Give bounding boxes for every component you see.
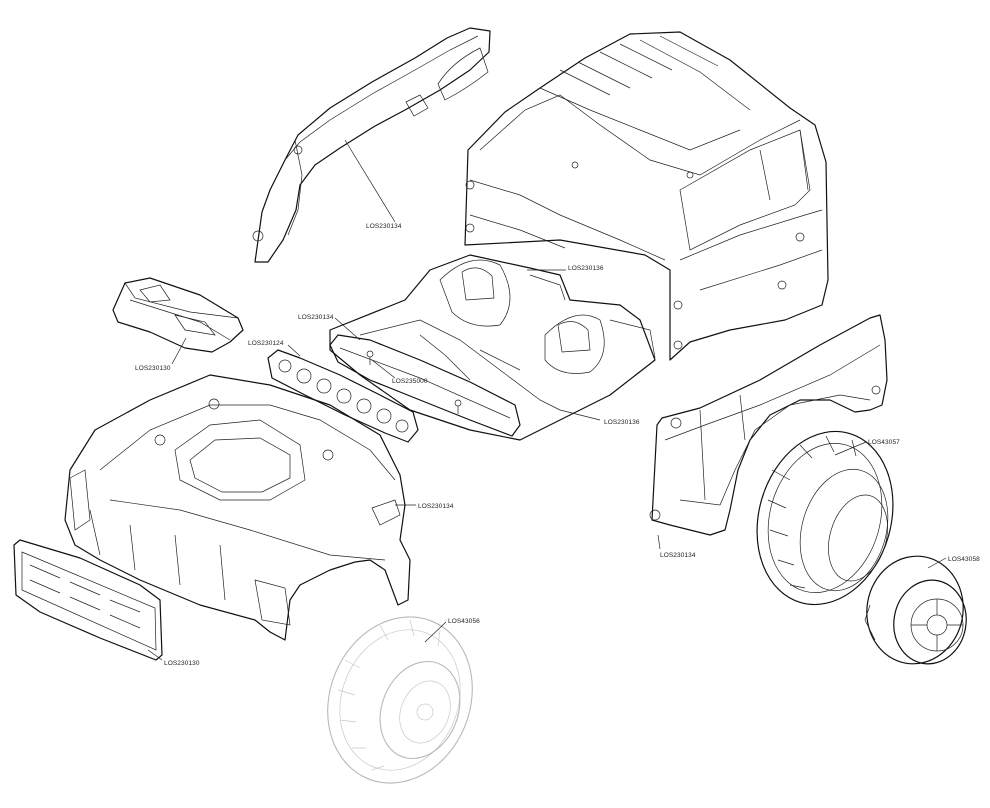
rear-fender-part — [649, 314, 888, 536]
part-labels: LOS230134 LOS230136 LOS230134 LOS230124 … — [135, 223, 980, 667]
label-front-tire: LOS43056 — [448, 618, 480, 625]
label-interior-bottom: LOS230136 — [604, 419, 640, 426]
label-screw: LOS235000 — [392, 378, 428, 385]
label-light-bar: LOS230124 — [248, 340, 284, 347]
bumper-bar-part — [329, 334, 521, 437]
label-interior-top: LOS230136 — [568, 265, 604, 272]
rear-tire-part — [756, 430, 894, 606]
wheel-part — [864, 555, 967, 665]
label-front-body: LOS230134 — [418, 503, 454, 510]
interior-tub-part — [329, 254, 656, 441]
label-rear-fender: LOS230134 — [660, 552, 696, 559]
front-tire-part — [327, 616, 473, 784]
label-wheel: LOS43058 — [948, 556, 980, 563]
cab-body-part — [464, 31, 829, 361]
label-rear-tire: LOS43057 — [868, 439, 900, 446]
front-body-part — [64, 374, 411, 641]
label-grille: LOS230130 — [164, 660, 200, 667]
light-bar-part — [267, 349, 419, 443]
label-bumper-bar: LOS230134 — [298, 314, 334, 321]
label-hood-scoop: LOS230130 — [135, 365, 171, 372]
roof-liner-part — [252, 27, 491, 263]
screw-part — [366, 350, 462, 414]
hood-scoop-part — [112, 277, 244, 353]
label-roof-liner: LOS230134 — [366, 223, 402, 230]
grille-part — [13, 539, 163, 661]
leader-lines — [147, 139, 947, 661]
